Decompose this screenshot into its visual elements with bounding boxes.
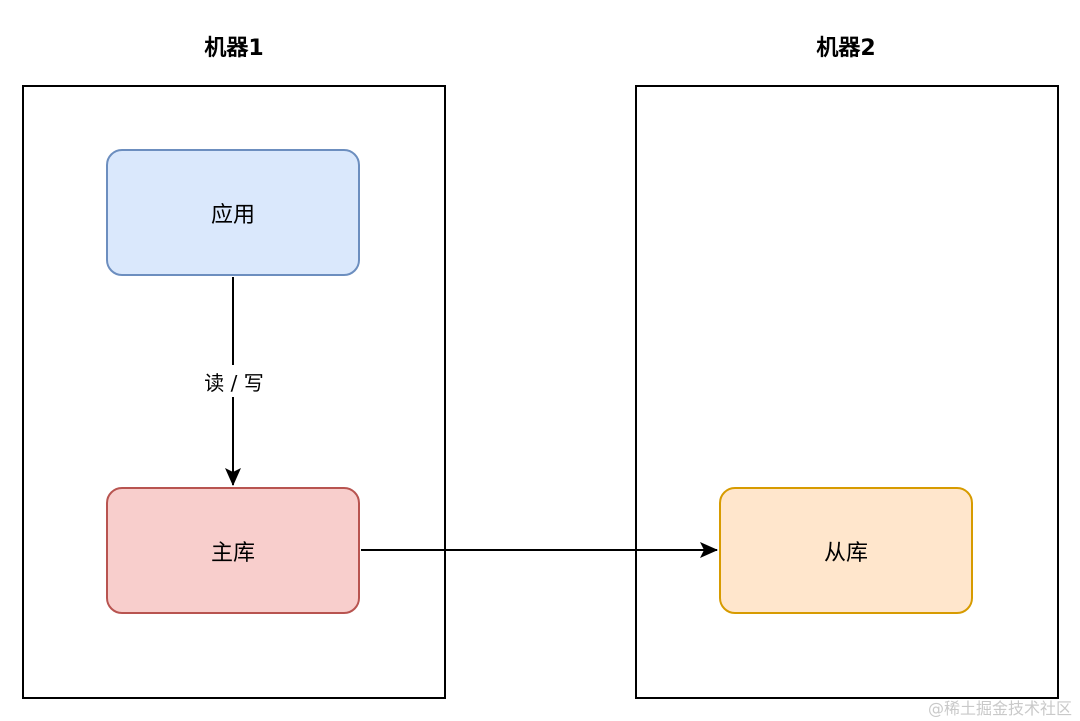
node-master-label: 主库 (210, 540, 255, 566)
node-master-db: 主库 (106, 487, 360, 614)
edge-label-read-write: 读 / 写 (184, 365, 284, 397)
node-slave-db: 从库 (719, 487, 973, 614)
node-app: 应用 (106, 149, 360, 276)
machine-1-title: 机器1 (204, 36, 264, 61)
node-slave-label: 从库 (823, 540, 868, 566)
watermark: @稀土掘金技术社区 (927, 699, 1072, 718)
machine-2-title: 机器2 (816, 36, 876, 61)
node-app-label: 应用 (210, 202, 255, 228)
